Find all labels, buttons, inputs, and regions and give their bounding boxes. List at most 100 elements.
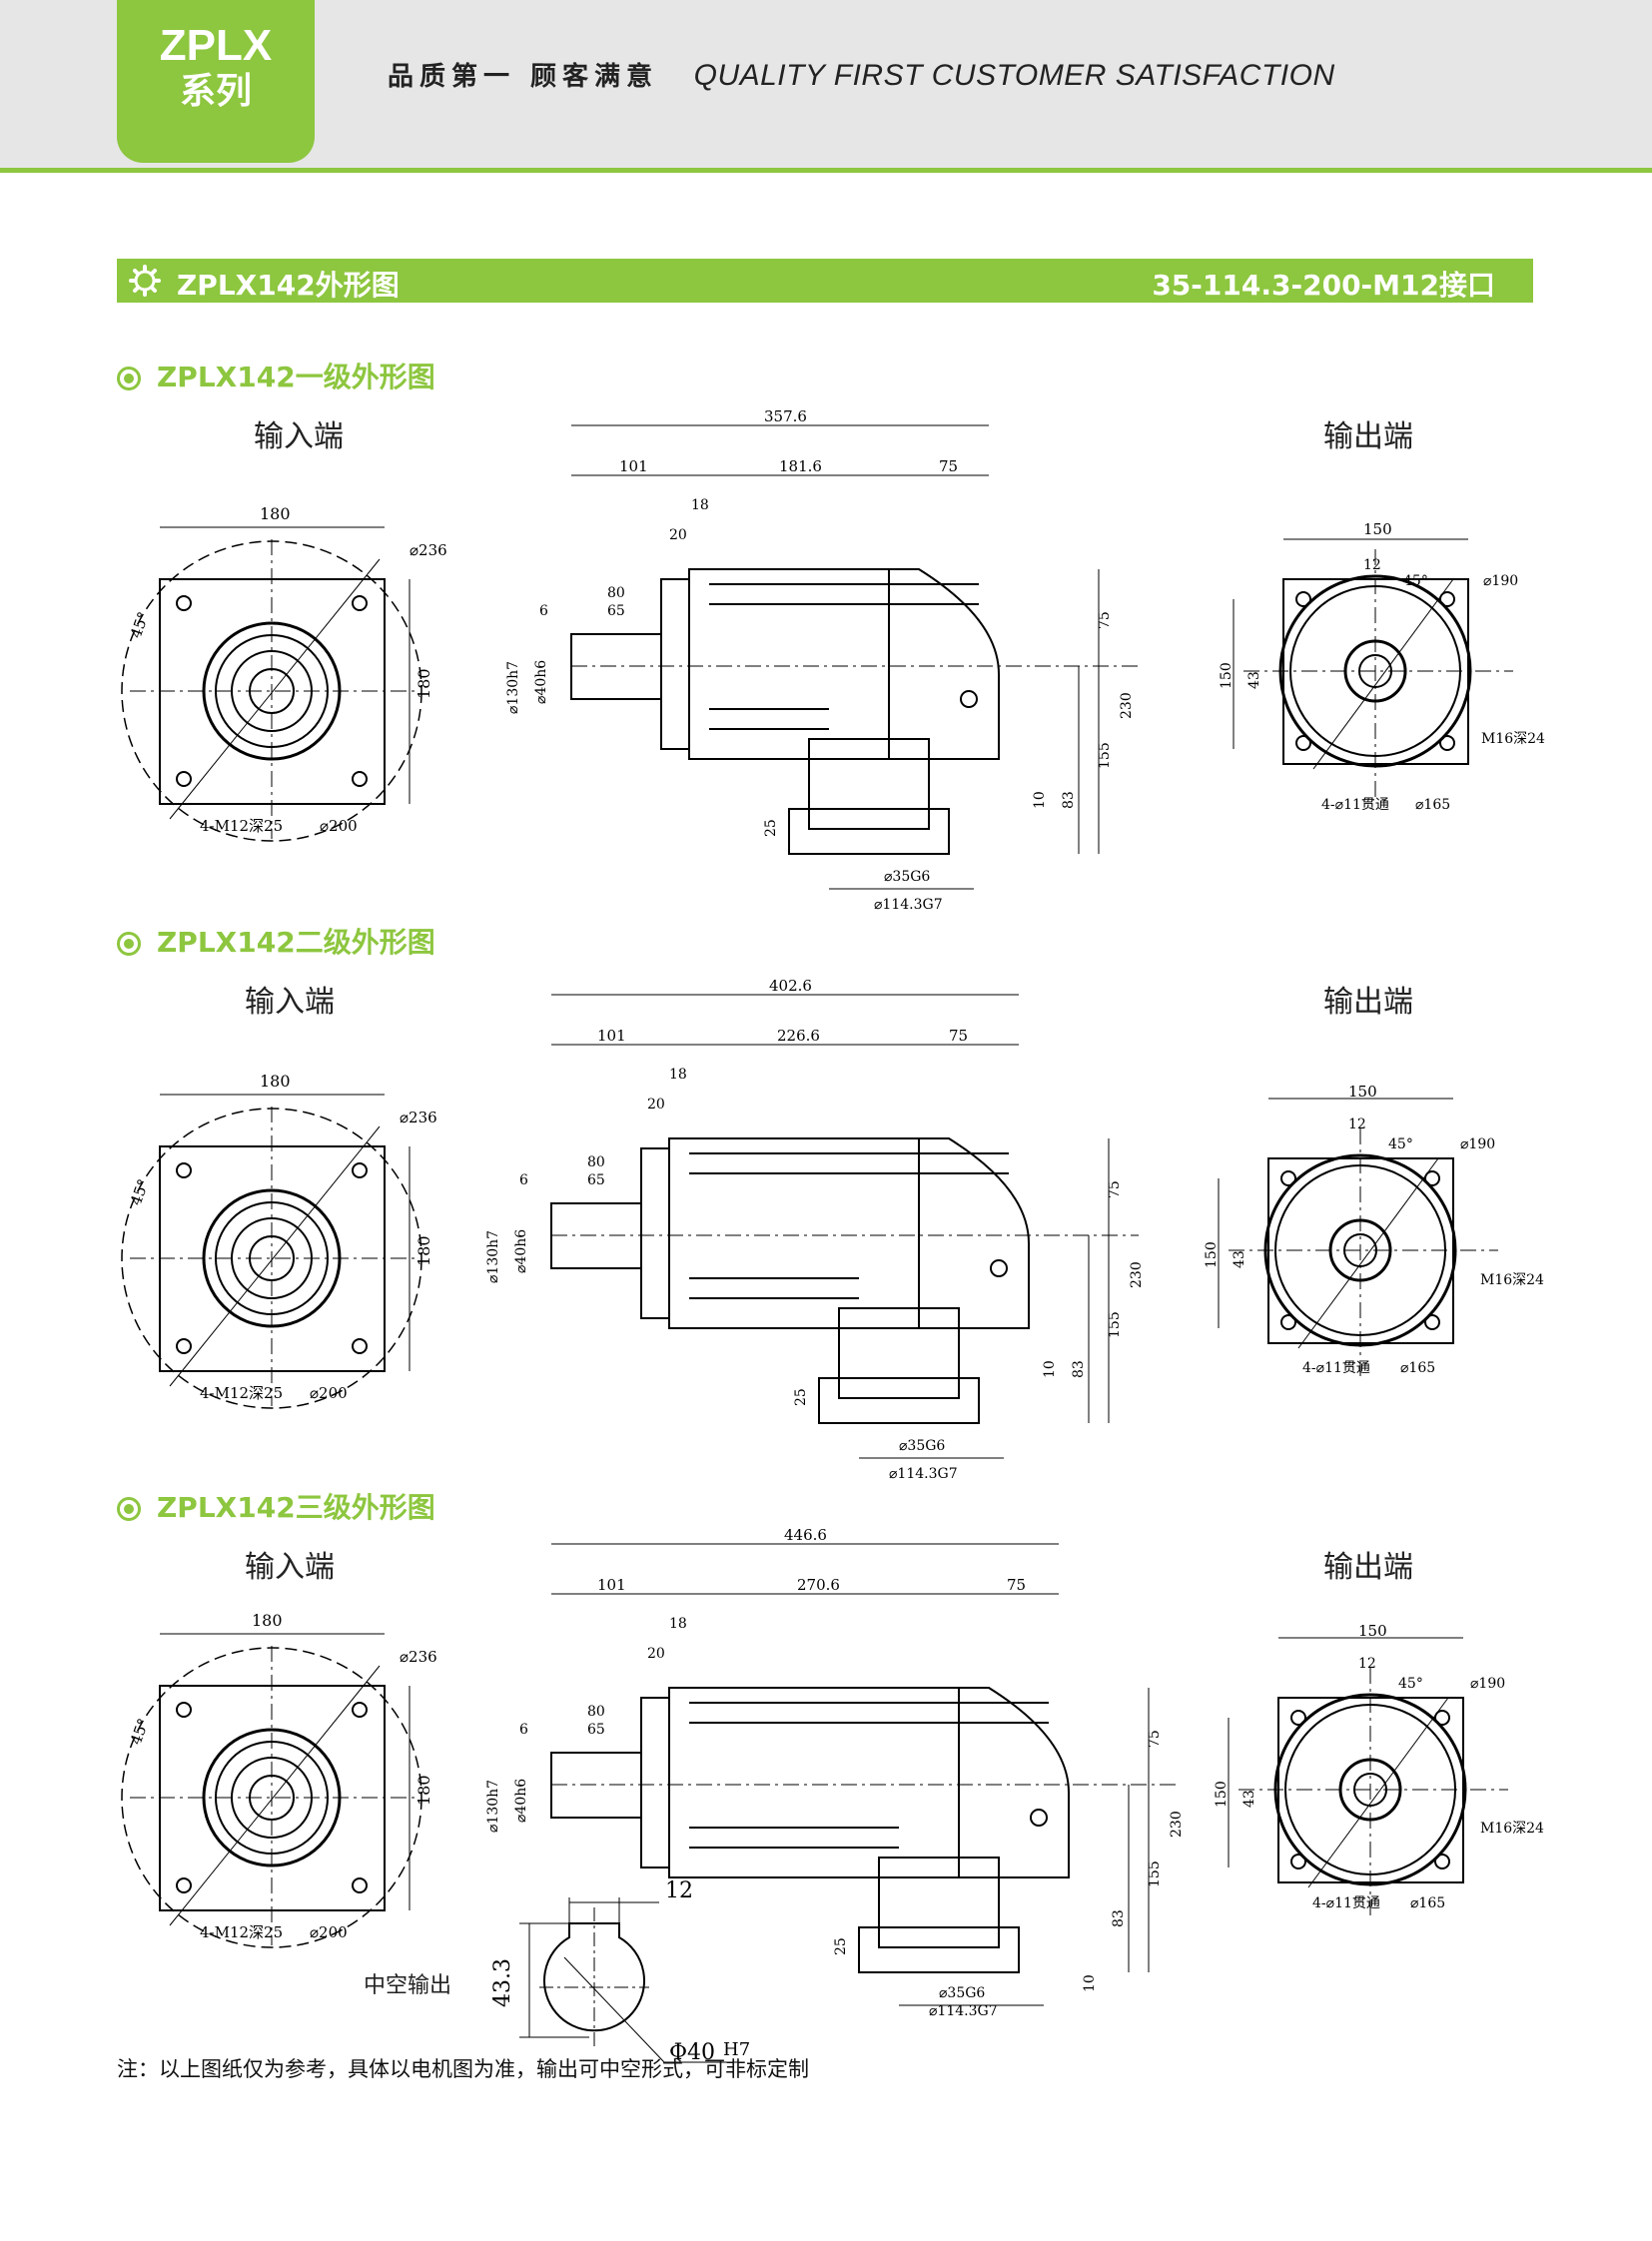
dim-output-len: 75 [1007,1576,1026,1594]
badge-model: ZPLX [159,21,273,70]
dim-circle: ⌀165 [1415,797,1450,813]
dim-output-len: 75 [939,457,958,475]
dim-thread: M16深24 [1480,1821,1544,1837]
dim-h10: 10 [1032,791,1048,809]
dim-18: 18 [669,1616,687,1632]
dim-12: 12 [1363,557,1381,573]
dim-input-len: 101 [619,457,648,475]
slogan-cn: 品质第一 顾客满意 [388,62,659,92]
input-view-3: 180 180 ⌀236 ⌀200 4-M12深25 45° [121,1611,437,1948]
dim-total: 357.6 [764,407,807,425]
dim-height: 180 [414,1775,433,1806]
dim-h83: 83 [1061,791,1077,809]
dim-height: 180 [414,1235,433,1266]
dim-bolt-circle: ⌀236 [400,1109,437,1126]
dim-bore: ⌀35G6 [884,869,930,885]
dim-pilot: ⌀200 [310,1384,348,1402]
dim-h230: 230 [1169,1811,1185,1838]
dim-bolt-circle: ⌀236 [400,1648,437,1666]
dim-height: 150 [1214,1781,1230,1808]
hollow-key-width: 12 [665,1878,693,1903]
hollow-height: 43.3 [490,1958,515,2007]
output-view-2: 150 12 45° ⌀190 150 43 M16深24 4-⌀11贯通 ⌀1… [1204,1083,1544,1378]
dim-bore: ⌀35G6 [939,1985,985,2001]
dim-width: 150 [1348,1083,1377,1101]
dim-shaft: ⌀40h6 [513,1779,529,1823]
dim-input-len: 101 [597,1027,626,1045]
dim-circle: ⌀165 [1410,1895,1445,1911]
dim-18: 18 [691,497,709,513]
dim-circle: ⌀165 [1400,1360,1435,1376]
dim-total: 402.6 [769,977,812,995]
input-label-3: 输入端 [245,1550,335,1585]
side-view-1: 357.6 101 181.6 75 18 20 80 65 6 ⌀130h7 … [505,407,1139,913]
dim-holes: 4-⌀11贯通 [1321,797,1389,813]
dim-thread: M16深24 [1481,731,1545,747]
dim-width: 180 [260,1072,291,1091]
dim-angle: 45° [127,1716,153,1747]
dim-h83: 83 [1071,1360,1087,1378]
dim-h75: 75 [1097,611,1113,629]
dim-flange: ⌀130h7 [485,1230,501,1283]
dim-h155: 155 [1097,742,1113,769]
output-label-3: 输出端 [1323,1550,1413,1585]
dim-pilot: ⌀200 [310,1923,348,1941]
dim-flange: ⌀130h7 [485,1780,501,1833]
dim-spigot: ⌀114.3G7 [889,1466,958,1482]
bullet-icon [117,367,141,390]
title-bar-right: 35-114.3-200-M12接口 [1152,269,1495,302]
hollow-output-drawing: 12 43.3 Φ40 H7 [490,1878,750,2065]
dim-thread: M16深24 [1480,1272,1544,1288]
dim-20: 20 [647,1097,665,1113]
title-bar: ZPLX142外形图 35-114.3-200-M12接口 [117,259,1533,303]
section-title-1: ZPLX142一级外形图 [117,356,435,395]
dim-key-len: 80 [587,1154,605,1170]
dim-shaft: ⌀40h6 [533,660,549,704]
dim-shaft-len: 65 [587,1172,605,1188]
dim-width: 180 [260,504,291,523]
dim-holes: 4-M12深25 [200,1384,283,1402]
output-label-1: 输出端 [1323,419,1413,454]
dim-output-len: 75 [949,1027,968,1045]
dim-20: 20 [669,527,687,543]
dim-height: 150 [1219,662,1235,689]
dim-h230: 230 [1119,692,1135,719]
dim-h83: 83 [1111,1909,1127,1927]
output-view-3: 150 12 45° ⌀190 150 43 M16深24 4-⌀11贯通 ⌀1… [1214,1622,1544,1917]
dim-12: 12 [1348,1117,1366,1132]
title-bar-left: ZPLX142外形图 [177,269,400,302]
dim-body-len: 226.6 [777,1027,820,1045]
dim-h43: 43 [1246,671,1262,689]
dim-shaft: ⌀40h6 [513,1229,529,1273]
dim-angle: 45° [1403,573,1428,589]
dim-holes: 4-⌀11贯通 [1302,1360,1370,1376]
slogan: 品质第一 顾客满意 QUALITY FIRST CUSTOMER SATISFA… [388,56,1335,93]
dim-h25: 25 [793,1388,809,1406]
dim-bore: ⌀35G6 [899,1438,945,1454]
input-view-2: 180 180 ⌀236 ⌀200 4-M12深25 45° [121,1072,437,1409]
bullet-icon [117,1497,141,1521]
dim-h230: 230 [1129,1261,1145,1288]
dim-angle: 45° [127,1176,153,1207]
dim-key-len: 80 [587,1704,605,1720]
dim-flange: ⌀130h7 [505,661,521,714]
header-divider [0,168,1652,173]
dim-bolt-circle: ⌀236 [410,541,447,559]
dim-angle: 45° [127,609,153,640]
dim-width: 180 [252,1611,283,1630]
dim-pilot: ⌀200 [320,817,358,835]
dim-angle: 45° [1398,1676,1423,1692]
dim-h43: 43 [1232,1250,1247,1268]
dim-h25: 25 [833,1937,849,1955]
dim-pcd: ⌀190 [1460,1136,1495,1152]
dim-width: 150 [1358,1622,1387,1640]
dim-20: 20 [647,1646,665,1662]
input-view-1: 180 180 ⌀236 ⌀200 4-M12深25 45° [121,504,447,842]
dim-h43: 43 [1241,1790,1257,1808]
dim-h155: 155 [1147,1861,1163,1887]
dim-input-len: 101 [597,1576,626,1594]
dim-width: 150 [1363,520,1392,538]
dim-body-len: 270.6 [797,1576,840,1594]
dim-h10: 10 [1042,1360,1058,1378]
dim-spigot: ⌀114.3G7 [929,2003,998,2019]
